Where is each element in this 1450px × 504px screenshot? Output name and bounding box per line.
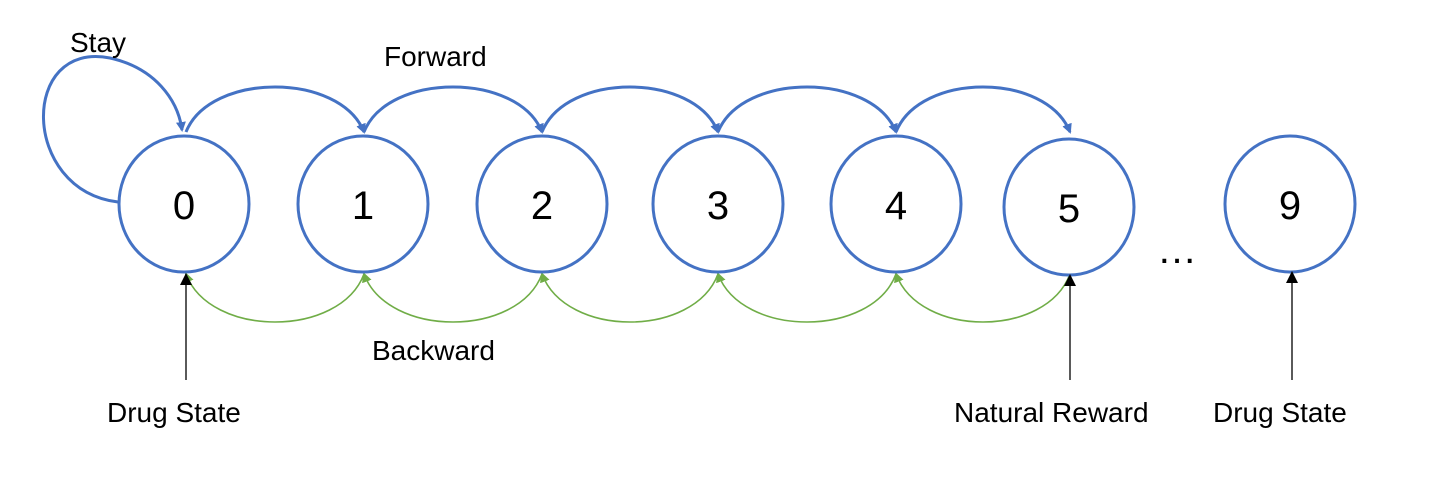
state-node-3: 3 [651, 134, 785, 274]
state-node-9: 9 [1223, 134, 1357, 274]
state-node-4: 4 [829, 134, 963, 274]
state-label-0: 0 [173, 184, 195, 228]
state-label-5: 5 [1058, 187, 1080, 231]
state-node-1: 1 [296, 134, 430, 274]
ellipsis: … [1157, 228, 1197, 272]
stay-loop-arrow [42, 55, 186, 204]
state-label-9: 9 [1279, 184, 1301, 228]
backward-arrow-1-0 [184, 272, 365, 323]
drug-state-left-label: Drug State [107, 397, 241, 428]
backward-arrow-5-4 [894, 272, 1071, 323]
natural-reward-label: Natural Reward [954, 397, 1149, 428]
forward-label: Forward [384, 41, 487, 72]
backward-arrow-2-1 [362, 272, 543, 323]
state-node-5: 5 [1002, 137, 1136, 277]
stay-label: Stay [70, 27, 126, 58]
forward-arrow-0-1 [184, 85, 366, 134]
forward-arrow-1-2 [362, 85, 544, 134]
state-label-3: 3 [707, 184, 729, 228]
state-node-0: 0 [117, 134, 251, 274]
state-label-1: 1 [352, 184, 374, 228]
forward-arrow-2-3 [540, 85, 720, 134]
backward-label: Backward [372, 335, 495, 366]
state-label-2: 2 [531, 184, 553, 228]
state-label-4: 4 [885, 184, 907, 228]
drug-state-right-label: Drug State [1213, 397, 1347, 428]
backward-arrow-3-2 [540, 272, 719, 323]
backward-arrow-4-3 [716, 272, 897, 323]
state-node-2: 2 [475, 134, 609, 274]
forward-arrow-4-5 [894, 85, 1072, 134]
forward-arrow-3-4 [716, 85, 898, 134]
